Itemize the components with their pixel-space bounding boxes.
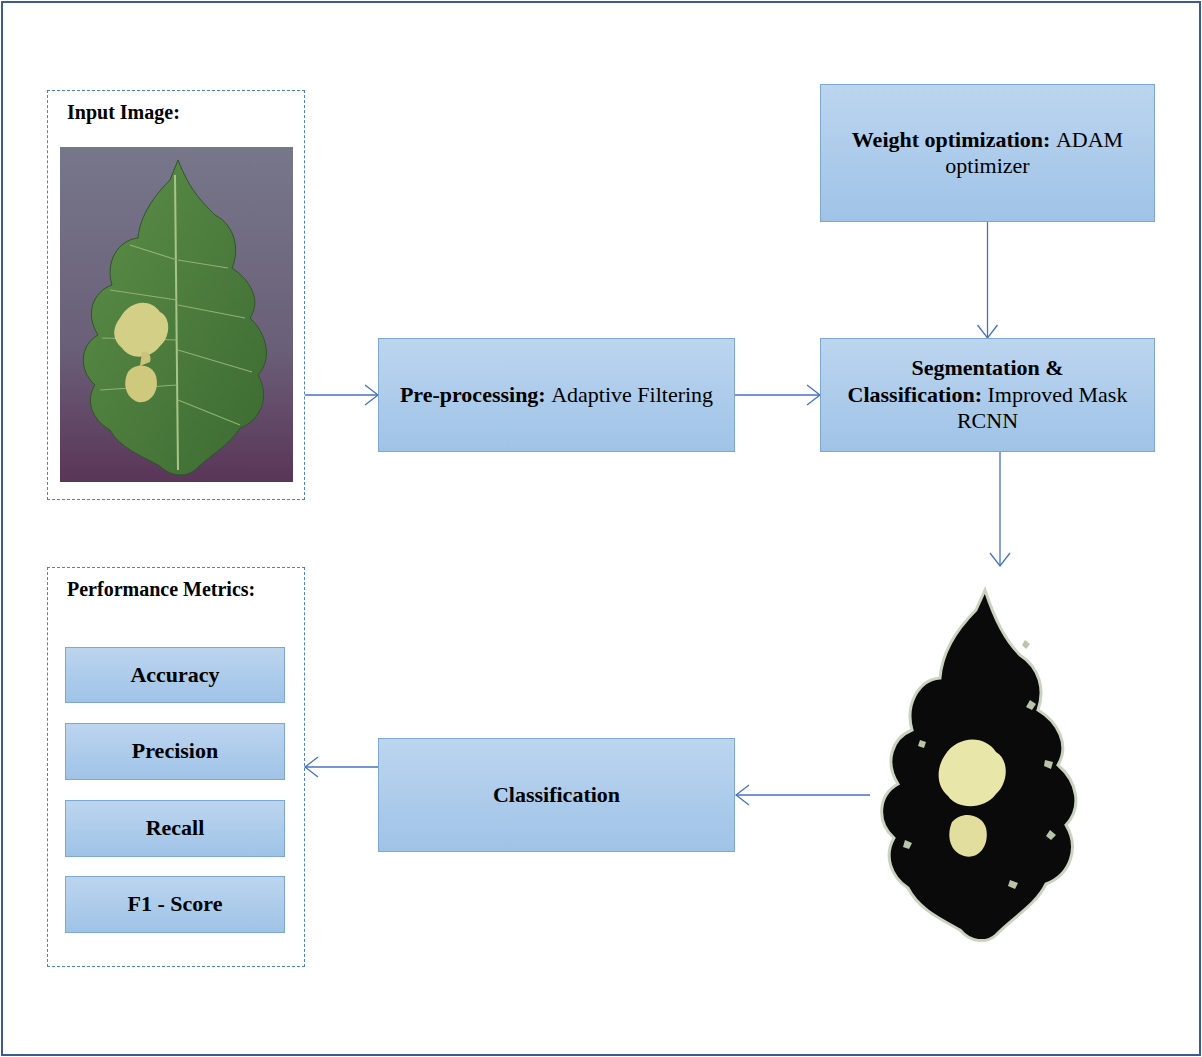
- process-box: F1 - Score: [65, 876, 285, 933]
- process-box: Pre-processing:Adaptive Filtering: [378, 338, 735, 452]
- dashed-group-box: Input Image:: [47, 90, 305, 500]
- flow-arrow: [305, 757, 378, 777]
- box-heading: Classification: [493, 782, 620, 807]
- box-heading: Weight optimization:: [852, 127, 1051, 152]
- box-text: Recall: [146, 815, 205, 841]
- box-text: Classification: [493, 782, 620, 808]
- box-body: Adaptive Filtering: [551, 382, 713, 407]
- box-heading: F1 - Score: [128, 891, 223, 916]
- process-box: Precision: [65, 723, 285, 780]
- box-heading: Pre-processing:: [400, 382, 546, 407]
- process-box: Accuracy: [65, 647, 285, 703]
- flow-arrow: [305, 385, 378, 405]
- flow-arrow: [978, 222, 998, 338]
- process-box: Weight optimization:ADAM optimizer: [820, 84, 1155, 222]
- box-heading: Accuracy: [130, 662, 219, 687]
- box-text: Pre-processing:Adaptive Filtering: [400, 382, 713, 408]
- box-text: Accuracy: [130, 662, 219, 688]
- box-heading: Precision: [132, 738, 218, 763]
- segmented-leaf-output: [882, 590, 1076, 941]
- input-leaf-photo: [60, 147, 293, 482]
- box-text: F1 - Score: [128, 891, 223, 917]
- dashed-group-box: Performance Metrics: AccuracyPrecisionRec…: [47, 567, 305, 967]
- box-text: Segmentation & Classification:Improved M…: [833, 355, 1142, 434]
- box-text: Precision: [132, 738, 218, 764]
- output-arrows: [736, 452, 1010, 805]
- group-title: Performance Metrics:: [67, 578, 255, 601]
- box-text: Weight optimization:ADAM optimizer: [833, 127, 1142, 180]
- box-heading: Recall: [146, 815, 205, 840]
- box-body: Improved Mask RCNN: [957, 382, 1128, 433]
- group-title: Input Image:: [67, 101, 180, 124]
- process-box: Recall: [65, 800, 285, 857]
- process-box: Segmentation & Classification:Improved M…: [820, 338, 1155, 452]
- flow-arrow: [735, 385, 820, 405]
- process-box: Classification: [378, 738, 735, 852]
